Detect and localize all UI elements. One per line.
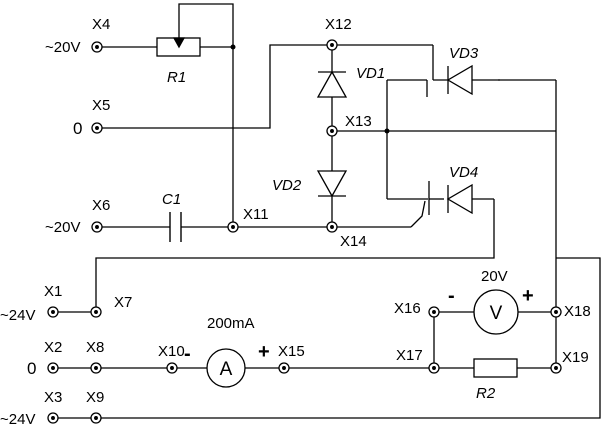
source-label-x6: ~20V <box>45 219 80 236</box>
vd2-diode <box>316 170 348 198</box>
meter-annotations: 200mA - + 20V - + <box>184 268 534 365</box>
ammeter-rating: 200mA <box>207 315 255 332</box>
ammeter-plus-sign: + <box>258 341 270 363</box>
component-labels: R1 C1 VD1 VD2 VD3 VD4 R2 <box>162 45 496 402</box>
terminal-x7 <box>90 306 102 318</box>
vd4-diode <box>446 183 473 215</box>
label-x17: X17 <box>396 347 423 364</box>
source-labels: ~20V 0 ~20V ~24V 0 ~24V <box>0 39 82 428</box>
label-vd2: VD2 <box>272 177 302 194</box>
label-x8: X8 <box>86 339 104 356</box>
voltmeter-symbol: V <box>490 303 503 324</box>
terminal-x1 <box>47 306 59 318</box>
label-r2: R2 <box>476 385 496 402</box>
terminals <box>47 39 562 424</box>
label-x15: X15 <box>278 343 305 360</box>
terminal-x11 <box>227 221 239 233</box>
terminal-x12 <box>326 39 338 51</box>
terminal-x6 <box>91 221 103 233</box>
junction-dots <box>230 44 390 134</box>
voltmeter: V <box>473 289 519 335</box>
label-x19: X19 <box>562 349 589 366</box>
terminal-x8 <box>90 362 102 374</box>
label-x3: X3 <box>44 389 62 406</box>
vd1-diode <box>316 70 348 98</box>
terminal-x17 <box>428 362 440 374</box>
source-label-x1: ~24V <box>0 307 35 324</box>
voltmeter-plus-sign: + <box>522 285 534 307</box>
label-x16: X16 <box>394 300 421 317</box>
terminal-x15 <box>278 362 290 374</box>
voltmeter-rating: 20V <box>481 268 508 285</box>
terminal-x4 <box>91 41 103 53</box>
label-r1: R1 <box>167 69 186 86</box>
label-x1: X1 <box>44 283 62 300</box>
label-x4: X4 <box>92 16 110 33</box>
voltmeter-minus-sign: - <box>448 285 455 307</box>
source-label-x3: ~24V <box>0 411 35 428</box>
label-x11: X11 <box>243 206 269 223</box>
label-x5: X5 <box>92 97 110 114</box>
label-x7: X7 <box>114 294 132 311</box>
label-x10: X10 <box>158 343 185 360</box>
label-x2: X2 <box>44 339 62 356</box>
source-label-x2: 0 <box>27 359 36 378</box>
ammeter: A <box>206 348 246 388</box>
label-x18: X18 <box>564 303 591 320</box>
r1-potentiometer <box>156 37 201 57</box>
terminal-x3 <box>47 412 59 424</box>
terminal-x16 <box>428 306 440 318</box>
label-vd4: VD4 <box>449 164 478 181</box>
source-label-x5: 0 <box>73 119 82 138</box>
terminal-x14 <box>326 221 338 233</box>
terminal-x18 <box>550 306 562 318</box>
label-x12: X12 <box>325 16 352 33</box>
label-vd1: VD1 <box>356 65 385 82</box>
terminal-x5 <box>91 122 103 134</box>
wires <box>53 3 601 419</box>
c1-capacitor <box>169 212 182 242</box>
label-x14: X14 <box>340 233 367 250</box>
terminal-x10 <box>166 362 178 374</box>
label-c1: C1 <box>162 191 181 208</box>
r2-resistor <box>473 358 518 378</box>
terminal-x2 <box>47 362 59 374</box>
terminal-x13 <box>326 125 338 137</box>
vd3-diode <box>446 64 473 96</box>
label-x13: X13 <box>345 113 372 130</box>
label-vd3: VD3 <box>449 45 479 62</box>
source-label-x4: ~20V <box>45 39 80 56</box>
ammeter-symbol: A <box>220 359 233 380</box>
terminal-x19 <box>550 362 562 374</box>
ammeter-minus-sign: - <box>184 343 191 365</box>
label-x6: X6 <box>92 197 110 214</box>
terminal-labels: X4 X5 X6 X11 X12 X13 X14 X1 X7 X2 X8 X10… <box>44 16 591 406</box>
terminal-x9 <box>90 412 102 424</box>
label-x9: X9 <box>86 389 104 406</box>
